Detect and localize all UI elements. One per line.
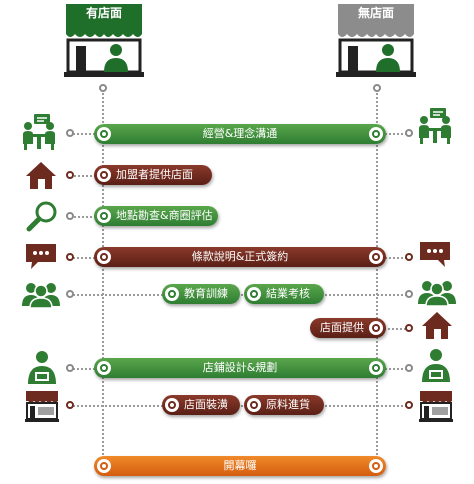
row-line-8: [70, 405, 410, 407]
without-store-track: [376, 86, 378, 466]
row-7-right-dot: [405, 364, 413, 372]
magnifier-icon: [26, 200, 58, 232]
without-store-track-start: [373, 84, 381, 92]
group-icon: [418, 278, 456, 307]
with-store-track-start: [99, 84, 107, 92]
shop-icon: [24, 390, 60, 422]
row-4-right-dot: [405, 253, 413, 261]
group-icon: [22, 280, 60, 309]
step-site-survey: 地點勘查&商圈評估: [94, 206, 218, 226]
designer-icon: [420, 348, 452, 382]
row-5-left-dot: [66, 290, 74, 298]
with-store-track: [102, 86, 104, 466]
row-4-left-dot: [66, 253, 74, 261]
store-with-front-icon: [62, 2, 146, 78]
row-6-right-dot: [405, 324, 413, 332]
speech-bubble-icon: [24, 242, 58, 270]
step-grand-opening: 開幕囉: [94, 456, 386, 476]
row-7-left-dot: [66, 364, 74, 372]
row-2-left-dot: [66, 171, 74, 179]
row-8-right-dot: [405, 401, 413, 409]
step-store-decoration: 店面裝潢: [162, 395, 240, 415]
without-store-title: 無店面: [357, 6, 394, 20]
designer-icon: [26, 350, 58, 384]
row-8-left-dot: [66, 401, 74, 409]
step-graduation-assessment: 結業考核: [244, 284, 324, 304]
row-line-6: [380, 328, 410, 330]
row-3-left-dot: [66, 212, 74, 220]
step-store-provided: 店面提供: [310, 318, 386, 338]
step-contract-signing: 條款說明&正式簽約: [94, 247, 386, 267]
meeting-icon: [22, 114, 56, 150]
row-5-right-dot: [405, 290, 413, 298]
house-icon: [420, 310, 454, 340]
speech-bubble-icon: [418, 240, 452, 268]
step-store-design: 店鋪設計&規劃: [94, 358, 386, 378]
step-training: 教育訓練: [162, 284, 240, 304]
step-franchisee-provides-store: 加盟者提供店面: [94, 165, 212, 185]
row-1-left-dot: [66, 129, 74, 137]
meeting-icon: [418, 108, 452, 144]
row-line-3: [70, 216, 100, 218]
with-store-title: 有店面: [85, 6, 122, 20]
house-icon: [24, 160, 58, 190]
step-material-stocking: 原料進貨: [244, 395, 324, 415]
step-management-communication: 經營&理念溝通: [94, 124, 386, 144]
row-line-2: [70, 175, 100, 177]
row-line-5: [70, 294, 410, 296]
row-1-right-dot: [405, 129, 413, 137]
shop-icon: [418, 390, 454, 422]
store-without-front-icon: [334, 2, 418, 78]
